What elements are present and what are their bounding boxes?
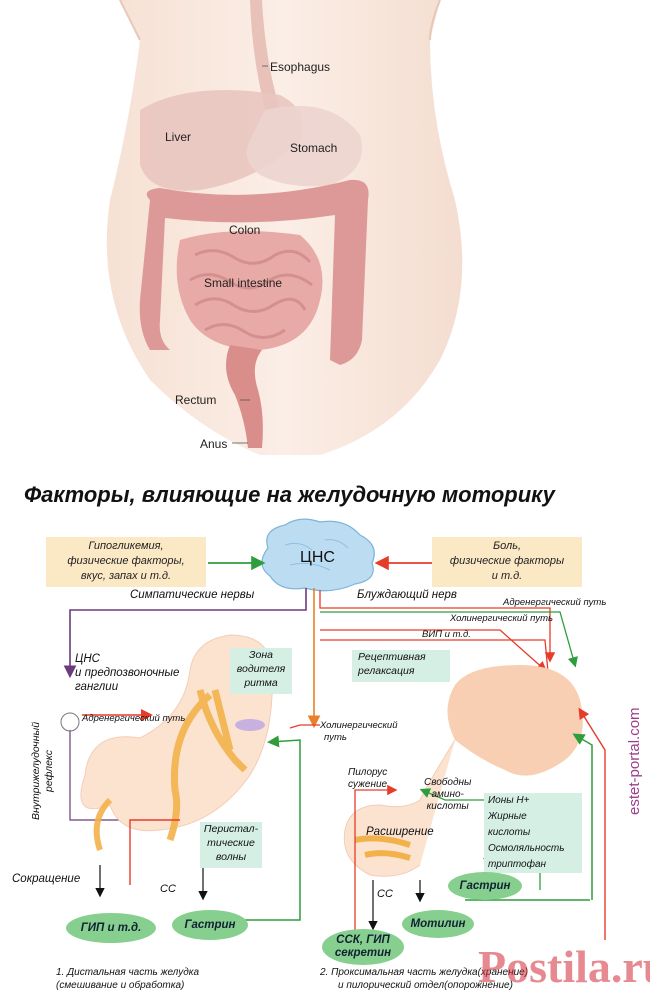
motilin-pill: Мотилин bbox=[402, 910, 474, 938]
sympathetic-label: Симпатические нервы bbox=[130, 589, 255, 601]
pacemaker-line: Зона bbox=[249, 649, 273, 661]
caption-distal-line: 1. Дистальная часть желудка bbox=[56, 967, 200, 978]
cholinergic-mid-line: Холинергический bbox=[320, 720, 398, 731]
peristalsis-line: тические bbox=[207, 837, 255, 849]
adrenergic-right-label: Адренергический путь bbox=[503, 597, 607, 608]
side-watermark: estet-portal.com bbox=[626, 707, 643, 815]
receptive-relaxation-box: Рецептивная релаксация bbox=[352, 650, 450, 682]
receptive-relaxation-line: релаксация bbox=[358, 665, 415, 677]
small-intestine-shape bbox=[176, 231, 323, 350]
diagram-title: Факторы, влияющие на желудочную моторику bbox=[24, 482, 555, 507]
peristalsis-line: Перистал- bbox=[203, 823, 259, 835]
anatomy-illustration: Esophagus Liver Stomach Colon Small inte… bbox=[0, 0, 650, 470]
colon-shape bbox=[139, 179, 369, 365]
stomach-shape bbox=[246, 105, 362, 187]
rectum-shape bbox=[226, 345, 263, 448]
intragastric-reflex-label: Внутрижелудочный рефлекс bbox=[30, 722, 56, 820]
left-factors-line: Гипогликемия, bbox=[88, 540, 164, 552]
cns-brain-shape bbox=[261, 518, 375, 592]
ions-line: Ионы H+ bbox=[488, 795, 530, 806]
right-factors-line: физические факторы bbox=[449, 555, 565, 567]
vip-label: ВИП и т.д. bbox=[422, 629, 471, 640]
caption-proximal-line: и пилорический отдел(опорожнение) bbox=[338, 980, 513, 991]
cholinergic-mid-label: Холинергический путь bbox=[320, 720, 398, 744]
amino-line: амино- bbox=[431, 789, 464, 800]
gastrin-right-pill: Гастрин bbox=[448, 872, 522, 900]
reflex-line: Внутрижелудочный bbox=[30, 721, 42, 820]
pacemaker-line: водителя bbox=[236, 663, 286, 675]
diagram-graphics bbox=[60, 518, 606, 940]
colon-label: Colon bbox=[229, 223, 261, 237]
cns-ganglia-line: ганглии bbox=[75, 681, 119, 693]
small-intestine-label: Small intestine bbox=[204, 276, 283, 290]
esophagus-label: Esophagus bbox=[270, 60, 331, 74]
cns-ganglia-line: ЦНС bbox=[75, 653, 100, 665]
right-factors-box: Боль, физические факторы и т.д. bbox=[432, 537, 582, 587]
right-factors-line: и т.д. bbox=[491, 570, 523, 582]
ss-left-label: СС bbox=[160, 883, 176, 895]
receptive-relaxation-line: Рецептивная bbox=[358, 651, 426, 663]
bottom-watermark: Postila.ru bbox=[478, 941, 650, 992]
cck-line: ССК, ГИП bbox=[336, 934, 390, 946]
right-factors-line: Боль, bbox=[492, 540, 522, 552]
reflex-line: рефлекс bbox=[43, 749, 55, 792]
caption-distal: 1. Дистальная часть желудка (смешивание … bbox=[56, 966, 199, 992]
cck-gip-secretin-pill: ССК, ГИП секретин bbox=[322, 929, 404, 965]
cck-line: секретин bbox=[334, 947, 392, 959]
pylorus-line: сужение bbox=[348, 779, 388, 790]
pacemaker-line: ритма bbox=[244, 677, 278, 689]
pylorus-line: Пилорус bbox=[348, 767, 388, 778]
left-factors-box: Гипогликемия, физические факторы, вкус, … bbox=[46, 537, 206, 587]
left-factors-line: вкус, запах и т.д. bbox=[80, 570, 172, 582]
gastrin-left-pill: Гастрин bbox=[172, 910, 248, 940]
cns-ganglia-line: и предпозвоночные bbox=[75, 667, 180, 679]
peristalsis-box: Перистал- тические волны bbox=[200, 822, 262, 868]
stomach-label: Stomach bbox=[290, 141, 338, 155]
liver-label: Liver bbox=[165, 130, 192, 144]
caption-proximal: 2. Проксимальная часть желудка(хранение)… bbox=[320, 966, 528, 992]
peristalsis-line: волны bbox=[215, 851, 247, 863]
cholinergic-mid-line: путь bbox=[324, 732, 347, 743]
ions-line: кислоты bbox=[488, 827, 531, 838]
caption-proximal-line: 2. Проксимальная часть желудка(хранение) bbox=[320, 967, 529, 978]
ions-line: Осмоляльность bbox=[488, 843, 565, 854]
rectum-label: Rectum bbox=[175, 393, 217, 407]
ions-box: Ионы H+ Жирные кислоты Осмоляльность три… bbox=[484, 793, 582, 873]
vagus-label: Блуждающий нерв bbox=[357, 589, 457, 601]
adrenergic-left-label: Адренергический путь bbox=[82, 713, 186, 724]
ions-line: Жирные bbox=[488, 811, 527, 822]
pacemaker-zone-box: Зона водителя ритма bbox=[230, 648, 292, 694]
pacemaker-zone-shape bbox=[235, 719, 265, 731]
cholinergic-right-label: Холинергический путь bbox=[450, 613, 554, 624]
left-factors-line: физические факторы, bbox=[67, 555, 185, 567]
cns-ganglia-label: ЦНС и предпозвоночные ганглии bbox=[75, 652, 179, 694]
caption-distal-line: (смешивание и обработка) bbox=[56, 980, 185, 991]
pylorus-label: Пилорус сужение bbox=[348, 767, 387, 791]
proximal-stomach-shape bbox=[447, 665, 583, 776]
expansion-label: Расширение bbox=[366, 826, 434, 838]
esophagus-shape bbox=[250, 0, 280, 112]
amino-acids-label: Свободны амино- кислоты bbox=[424, 777, 471, 813]
amino-line: Свободны bbox=[424, 777, 472, 788]
gip-hormone-pill: ГИП и т.д. bbox=[66, 913, 156, 943]
contraction-label: Сокращение bbox=[12, 873, 81, 885]
ions-line: триптофан bbox=[488, 859, 547, 870]
cns-label: ЦНС bbox=[300, 549, 335, 566]
ss-right-label: СС bbox=[377, 888, 393, 900]
amino-line: кислоты bbox=[426, 801, 469, 812]
anatomy-drawing bbox=[106, 0, 463, 455]
anus-label: Anus bbox=[200, 437, 228, 451]
